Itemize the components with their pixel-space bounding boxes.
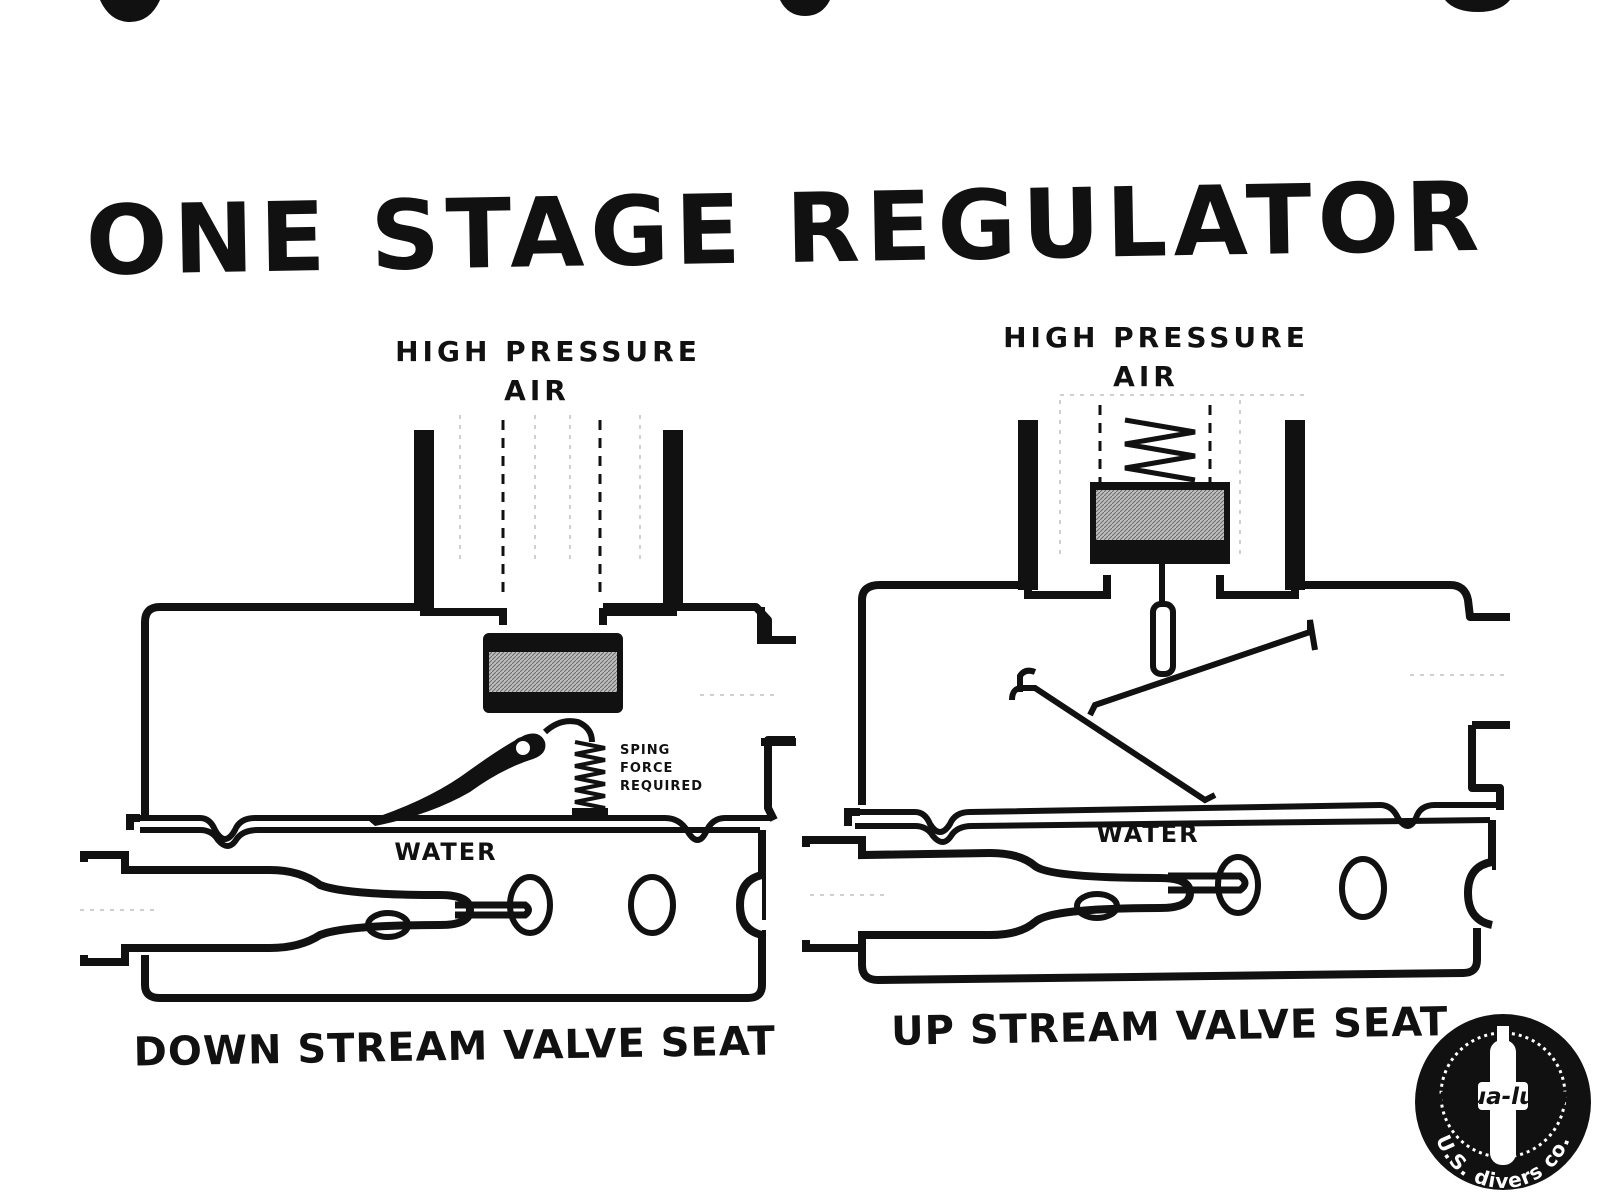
right-water-label: WATER [1096,820,1199,848]
left-needle [455,901,532,919]
left-airflow-arrows [80,415,780,911]
left-diaphragm-lower [140,827,760,849]
right-valve-stem [1159,564,1165,609]
left-spring [574,740,606,816]
right-port-3 [1339,856,1387,920]
left-inlet-neck [420,600,677,625]
right-inlet-neck [1024,575,1299,599]
downstream-panel: HIGH PRESSURE AIR [80,335,796,1076]
right-valve-seat-pad [1096,490,1224,540]
left-caption: DOWN STREAM VALVE SEAT [133,1018,776,1075]
logo-brand: “aqua-lung” [1423,1084,1583,1110]
left-water-label: WATER [394,838,497,866]
right-valve-stem-end [1150,601,1176,677]
upstream-panel: HIGH PRESSURE AIR [802,321,1510,1055]
right-lever-a [1009,685,1217,804]
left-supply-label-line1: HIGH PRESSURE [395,335,701,368]
right-lower-rim [844,808,1496,870]
left-lever-pivot [512,737,534,759]
left-chamber-notch [735,871,764,939]
left-lever-link [542,718,595,743]
right-supply-label-line1: HIGH PRESSURE [1003,321,1309,354]
left-spring-note-line1: SPING [620,743,670,758]
aqua-lung-logo: “aqua-lung” U.S. divers co. [1415,1014,1591,1193]
right-caption: UP STREAM VALVE SEAT [891,999,1449,1055]
right-housing [858,581,1510,810]
right-port-2 [1215,854,1261,916]
left-port-2 [507,874,553,936]
right-diaphragm-lower [855,817,1491,845]
right-chamber-notch [1463,858,1494,929]
left-port-1 [365,910,411,940]
page-edge-marks [40,0,1510,22]
left-outlet-stub [757,607,796,746]
right-lower-chamber [858,928,1481,984]
left-housing [141,603,795,822]
left-lower-chamber [141,930,766,1002]
left-spring-note-line2: FORCE [620,761,673,776]
left-supply-label-line2: AIR [504,374,570,407]
left-spring-note-line3: REQUIRED [620,779,703,794]
left-lever [368,733,546,826]
diagram-title: ONE STAGE REGULATOR [85,161,1486,297]
left-inlet-tube [414,430,683,610]
right-needle [1168,872,1249,894]
right-port-1 [1074,891,1120,921]
right-supply-label-line2: AIR [1113,360,1179,393]
right-spring [1124,417,1196,483]
right-lever-b [1087,619,1318,717]
right-pivot-hook [1017,667,1037,692]
right-airflow-arrows [810,394,1510,896]
left-spring-base [572,808,608,818]
left-port-3 [628,874,676,936]
right-inlet-tube [1018,420,1305,590]
left-valve-seat-pad [489,652,617,692]
left-center-pipe [501,420,602,600]
left-inlet-passage [80,851,475,966]
right-center-pipe [1098,405,1212,490]
